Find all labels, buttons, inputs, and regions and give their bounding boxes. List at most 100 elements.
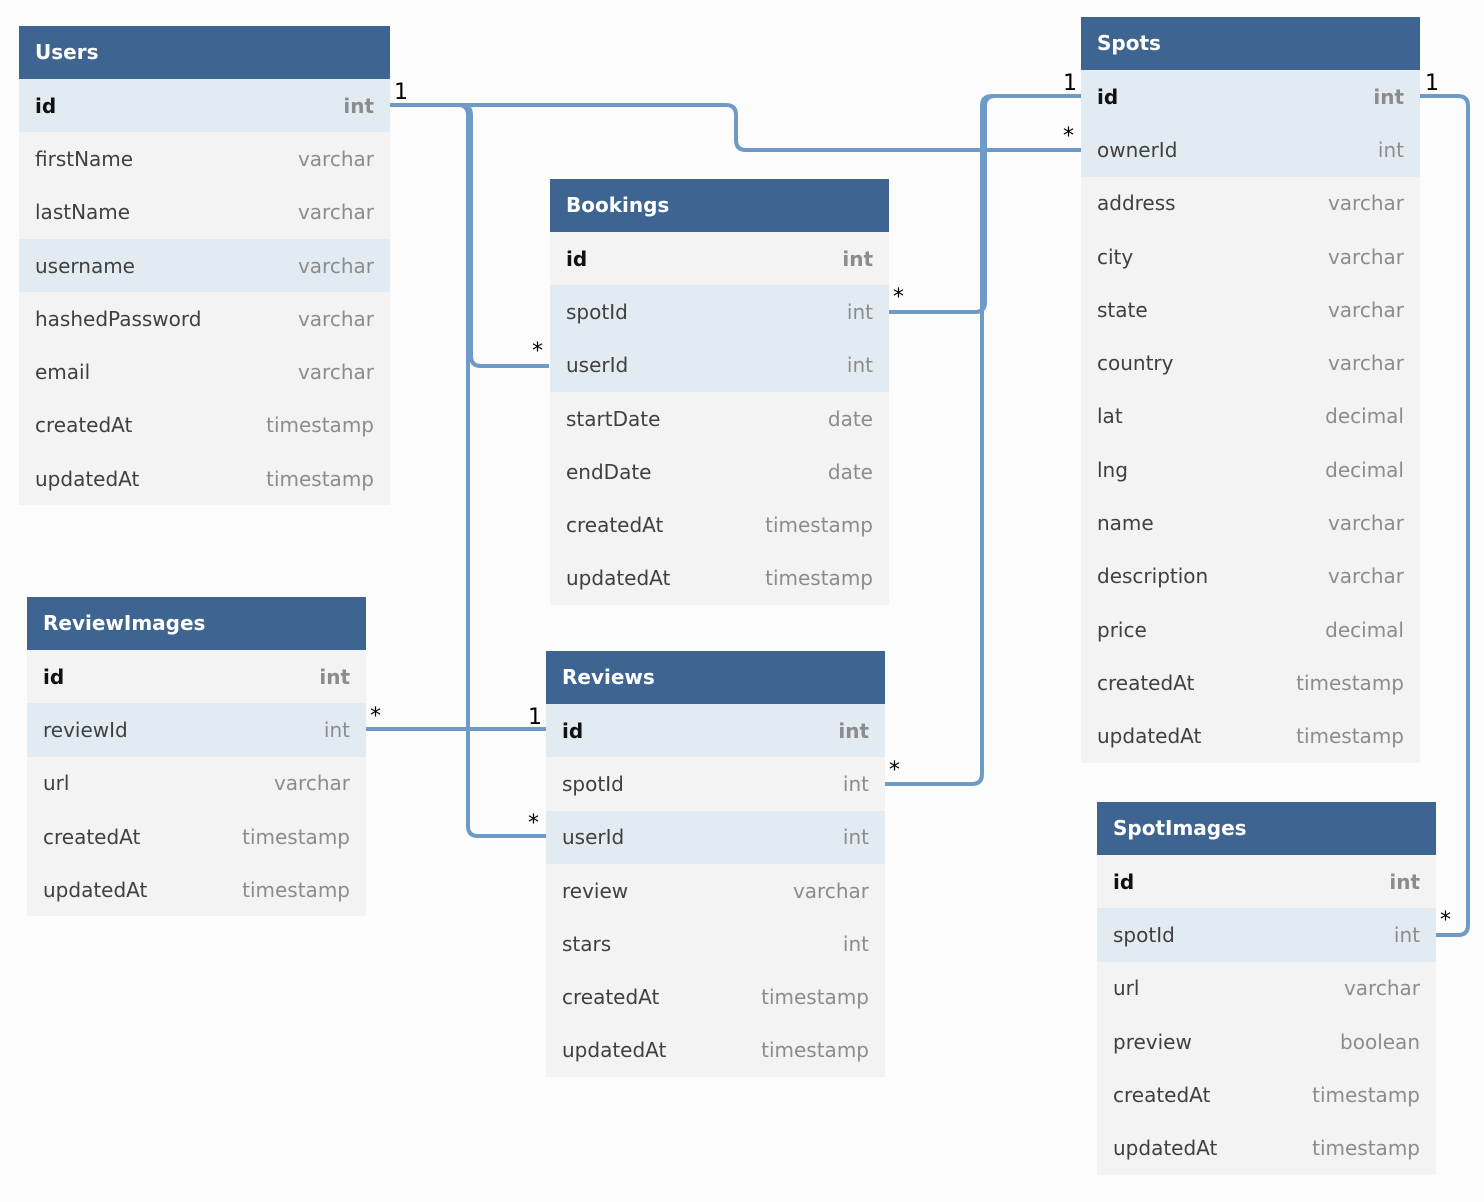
- relation-users-spots-owner: [390, 103, 1081, 152]
- field-name: endDate: [566, 459, 652, 484]
- field-name: state: [1097, 297, 1148, 322]
- field-name: review: [562, 878, 629, 903]
- field-row-startdate[interactable]: startDate date: [550, 392, 889, 445]
- field-type: date: [827, 459, 873, 484]
- field-row-address[interactable]: address varchar: [1081, 177, 1420, 230]
- field-name: updatedAt: [1113, 1136, 1218, 1161]
- field-row-userid[interactable]: userId int: [546, 810, 885, 864]
- field-row-lng[interactable]: lng decimal: [1081, 443, 1420, 496]
- field-row-enddate[interactable]: endDate date: [550, 445, 889, 498]
- field-row-state[interactable]: state varchar: [1081, 283, 1420, 336]
- table-reviewimages[interactable]: ReviewImages id int reviewId int url var…: [27, 597, 366, 917]
- field-row-spotid[interactable]: spotId int: [1097, 908, 1436, 962]
- field-name: preview: [1113, 1029, 1192, 1054]
- field-row-userid[interactable]: userId int: [550, 338, 889, 392]
- table-header-users[interactable]: Users: [19, 26, 390, 79]
- field-row-createdat[interactable]: createdAt timestamp: [19, 399, 390, 452]
- field-type: timestamp: [1296, 724, 1404, 749]
- field-type: varchar: [1343, 976, 1420, 1001]
- field-row-stars[interactable]: stars int: [546, 917, 885, 970]
- field-type: int: [319, 664, 350, 689]
- field-name: id: [562, 718, 584, 743]
- field-row-updatedat[interactable]: updatedAt timestamp: [546, 1024, 885, 1077]
- table-spots[interactable]: Spots id int ownerId int address varchar…: [1081, 17, 1420, 763]
- field-row-url[interactable]: url varchar: [27, 757, 366, 810]
- field-row-url[interactable]: url varchar: [1097, 962, 1436, 1015]
- field-name: userId: [566, 353, 629, 378]
- table-header-reviewimages[interactable]: ReviewImages: [27, 597, 366, 650]
- field-name: lastName: [35, 200, 131, 225]
- field-row-createdat[interactable]: createdAt timestamp: [550, 498, 889, 551]
- field-type: int: [343, 93, 374, 118]
- field-row-updatedat[interactable]: updatedAt timestamp: [550, 552, 889, 605]
- field-type: timestamp: [765, 566, 873, 591]
- field-type: int: [846, 299, 873, 324]
- field-row-name[interactable]: name varchar: [1081, 496, 1420, 549]
- table-header-bookings[interactable]: Bookings: [550, 179, 889, 232]
- field-row-review[interactable]: review varchar: [546, 864, 885, 917]
- field-row-price[interactable]: price decimal: [1081, 603, 1420, 656]
- field-row-hashedpassword[interactable]: hashedPassword varchar: [19, 292, 390, 345]
- field-type: int: [323, 717, 350, 742]
- field-row-id[interactable]: id int: [19, 79, 390, 133]
- field-row-createdat[interactable]: createdAt timestamp: [1097, 1068, 1436, 1121]
- table-header-spots[interactable]: Spots: [1081, 17, 1420, 70]
- field-row-email[interactable]: email varchar: [19, 345, 390, 398]
- field-name: id: [43, 664, 65, 689]
- field-name: createdAt: [1097, 670, 1195, 695]
- field-row-city[interactable]: city varchar: [1081, 230, 1420, 283]
- cardinality-bookings-spotid-many: *: [893, 285, 904, 310]
- field-name: name: [1097, 511, 1154, 536]
- field-row-createdat[interactable]: createdAt timestamp: [27, 810, 366, 863]
- field-row-id[interactable]: id int: [27, 650, 366, 703]
- field-type: int: [1373, 84, 1404, 109]
- cardinality-spots-id-one-left: 1: [1063, 71, 1077, 96]
- field-row-ownerid[interactable]: ownerId int: [1081, 123, 1420, 177]
- field-name: ownerId: [1097, 137, 1178, 162]
- field-name: updatedAt: [1097, 724, 1202, 749]
- field-name: spotId: [566, 299, 628, 324]
- table-header-spotimages[interactable]: SpotImages: [1097, 802, 1436, 855]
- table-header-reviews[interactable]: Reviews: [546, 651, 885, 704]
- cardinality-reviews-spotid-many: *: [889, 758, 900, 783]
- field-name: createdAt: [566, 513, 664, 538]
- field-row-id[interactable]: id int: [1081, 70, 1420, 124]
- field-name: url: [43, 771, 70, 796]
- field-type: varchar: [1327, 244, 1404, 269]
- field-row-description[interactable]: description varchar: [1081, 550, 1420, 603]
- field-row-lastname[interactable]: lastName varchar: [19, 186, 390, 239]
- field-row-preview[interactable]: preview boolean: [1097, 1015, 1436, 1068]
- field-row-firstname[interactable]: firstName varchar: [19, 132, 390, 185]
- field-row-updatedat[interactable]: updatedAt timestamp: [19, 452, 390, 505]
- field-row-id[interactable]: id int: [546, 704, 885, 758]
- field-row-updatedat[interactable]: updatedAt timestamp: [1097, 1121, 1436, 1174]
- field-row-lat[interactable]: lat decimal: [1081, 390, 1420, 443]
- field-row-username[interactable]: username varchar: [19, 238, 390, 293]
- field-row-createdat[interactable]: createdAt timestamp: [546, 970, 885, 1023]
- table-reviews[interactable]: Reviews id int spotId int userId int rev…: [546, 651, 885, 1078]
- table-spotimages[interactable]: SpotImages id int spotId int url varchar…: [1097, 802, 1436, 1175]
- field-type: int: [838, 718, 869, 743]
- field-name: username: [35, 253, 135, 278]
- field-name: createdAt: [43, 824, 141, 849]
- field-type: int: [842, 931, 869, 956]
- cardinality-users-id-one: 1: [394, 80, 408, 105]
- field-type: varchar: [297, 253, 374, 278]
- table-bookings[interactable]: Bookings id int spotId int userId int st…: [550, 179, 889, 606]
- field-row-reviewid[interactable]: reviewId int: [27, 703, 366, 757]
- field-name: id: [1113, 869, 1135, 894]
- table-users[interactable]: Users id int firstName varchar lastName …: [19, 26, 390, 506]
- field-row-id[interactable]: id int: [1097, 855, 1436, 908]
- field-row-country[interactable]: country varchar: [1081, 336, 1420, 389]
- field-name: id: [566, 246, 588, 271]
- field-type: decimal: [1325, 617, 1404, 642]
- field-type: timestamp: [761, 1038, 869, 1063]
- field-name: userId: [562, 825, 625, 850]
- field-type: decimal: [1325, 457, 1404, 482]
- field-row-spotid[interactable]: spotId int: [550, 285, 889, 339]
- field-row-spotid[interactable]: spotId int: [546, 757, 885, 810]
- field-row-updatedat[interactable]: updatedAt timestamp: [27, 863, 366, 916]
- field-row-updatedat[interactable]: updatedAt timestamp: [1081, 710, 1420, 763]
- field-row-id[interactable]: id int: [550, 232, 889, 285]
- field-row-createdat[interactable]: createdAt timestamp: [1081, 656, 1420, 709]
